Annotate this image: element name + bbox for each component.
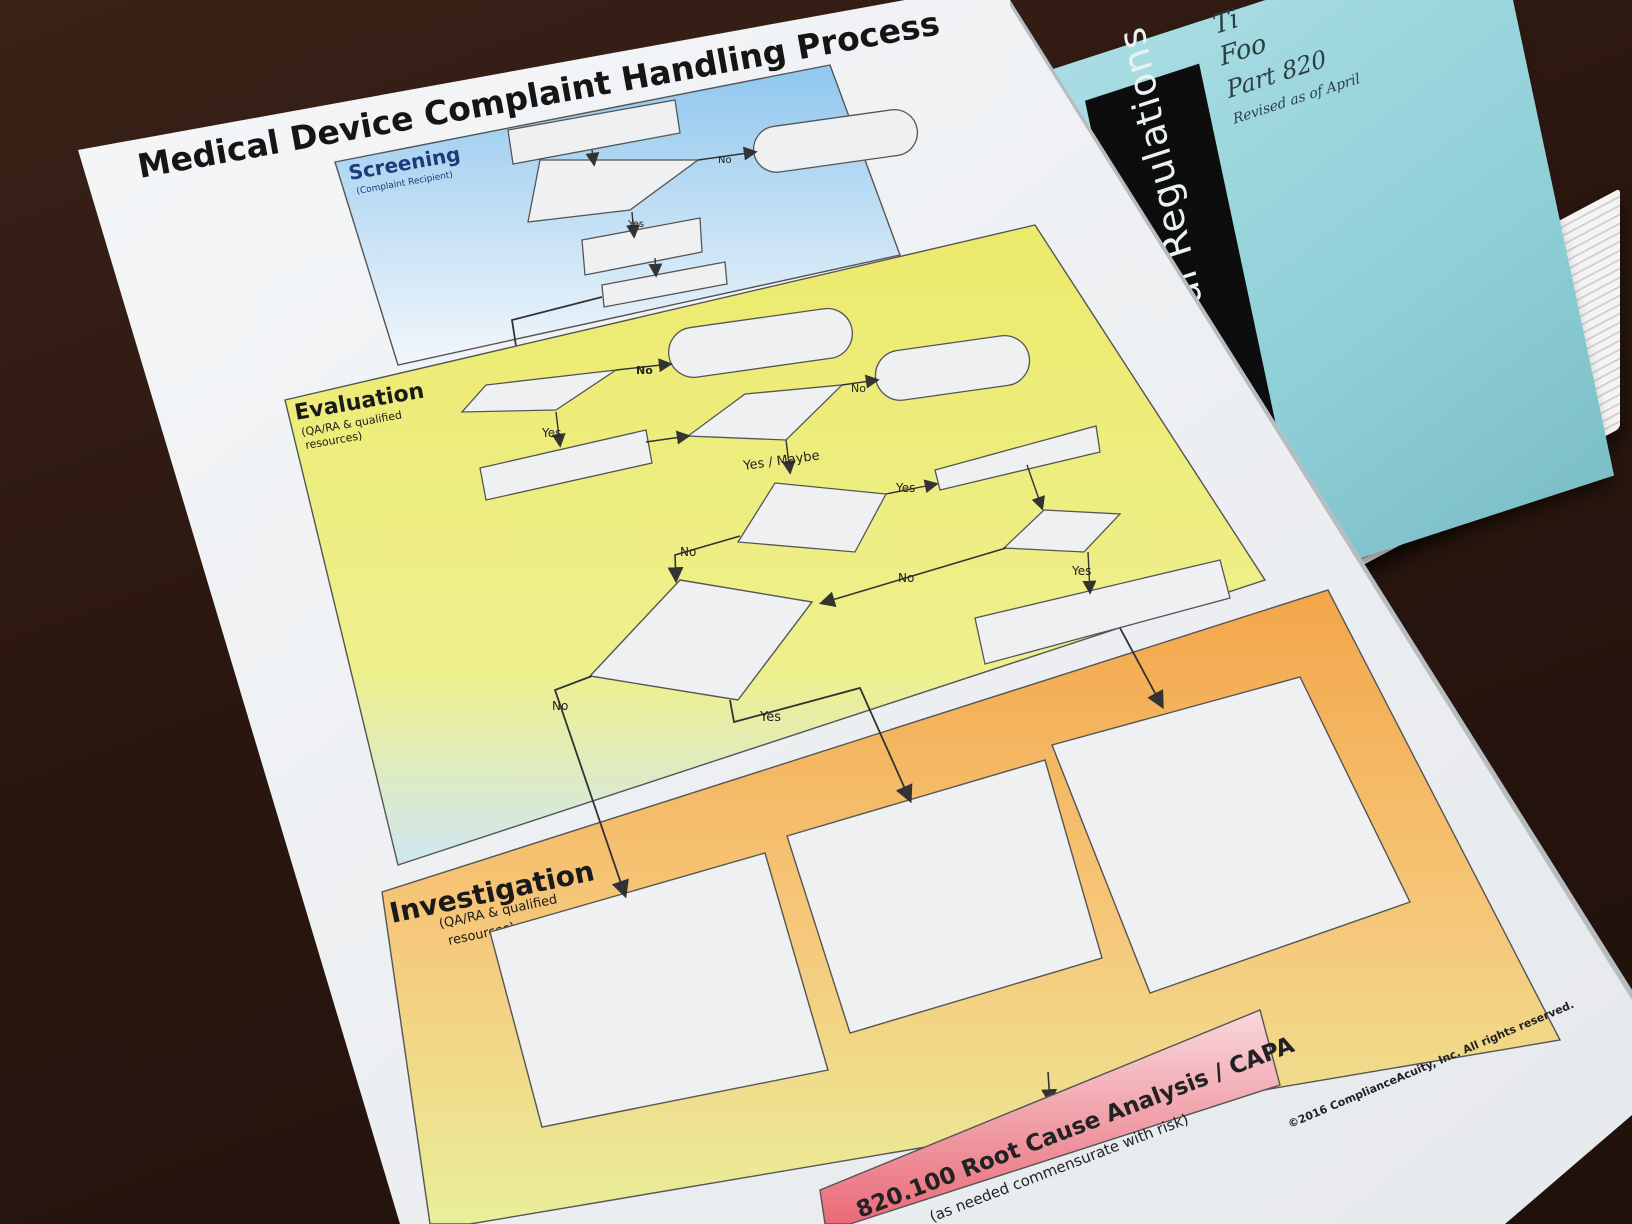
evaluation-yes-4: Yes [759, 710, 781, 725]
evaluation-arrow-yes-4 [729, 686, 913, 804]
evaluation-no-3: No [680, 545, 696, 559]
evaluation-arrow-no-3 [667, 535, 741, 584]
evaluation-arrow-no-5 [553, 675, 629, 899]
evaluation-yes-3: Yes [1071, 564, 1091, 578]
evaluation-arrow-yes-2 [885, 479, 939, 495]
evaluation-arrow-yes-3 [1082, 551, 1097, 595]
screening-arrow-1 [585, 149, 600, 167]
evaluation-box-3 [974, 559, 1231, 665]
screening-box-1 [507, 99, 681, 165]
evaluation-decision-1 [460, 369, 617, 413]
screening-box-3 [601, 261, 728, 308]
screening-arrow-yes [626, 211, 641, 239]
evaluation-arrow-no-2 [841, 374, 880, 389]
investigation-box-3 [1051, 676, 1411, 994]
evaluation-arrow-2 [645, 430, 691, 445]
screening-arrow-no [697, 146, 758, 161]
screening-yes-label: Yes [627, 219, 644, 230]
screening-no-label: No [718, 155, 732, 166]
evaluation-decision-3 [736, 482, 888, 553]
investigation-box-1 [489, 852, 829, 1128]
evaluation-arrow-yes-maybe [781, 439, 796, 475]
screening-arrow-2 [648, 257, 663, 278]
evaluation-decision-4 [1002, 509, 1122, 553]
evaluation-no-1: No [636, 364, 653, 377]
evaluation-no-4: No [898, 571, 914, 585]
evaluation-arrow-no-4 [818, 547, 1007, 607]
screening-decision [527, 159, 700, 223]
paper-shadow-edge [1010, 0, 1632, 1000]
evaluation-yes-2: Yes [895, 481, 915, 495]
screening-box-2 [581, 217, 703, 276]
evaluation-no-5: No [552, 699, 568, 713]
evaluation-arrow-3 [1026, 464, 1045, 511]
evaluation-arrow-no-1 [615, 358, 673, 373]
evaluation-terminator-1 [668, 307, 853, 378]
evaluation-arrow-4 [1119, 627, 1164, 710]
evaluation-box-1 [479, 429, 653, 501]
evaluation-decision-5 [588, 579, 814, 701]
evaluation-arrow-yes-1 [551, 411, 566, 448]
investigation-box-2 [786, 759, 1103, 1034]
capa-box [819, 1009, 1281, 1224]
evaluation-yes-1: Yes [541, 426, 561, 440]
evaluation-no-2: No [851, 382, 866, 395]
